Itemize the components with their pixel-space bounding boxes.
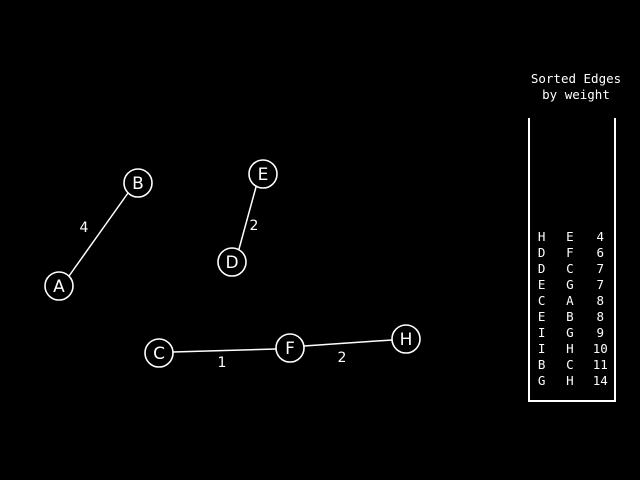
- node-label: H: [400, 330, 413, 350]
- edge-endpoint-v-cell: F: [566, 245, 574, 260]
- edge-weight-cell: 14: [592, 373, 608, 388]
- edge-endpoint-v-cell: H: [566, 373, 574, 388]
- edges-group: [68, 186, 393, 353]
- edge-endpoint-v-cell: C: [566, 261, 574, 276]
- table-row[interactable]: D C 7: [528, 261, 616, 277]
- table-row[interactable]: I H 10: [528, 341, 616, 357]
- edge-endpoint-v-cell: H: [566, 341, 574, 356]
- node-label: C: [153, 344, 165, 364]
- node-circle[interactable]: [248, 159, 278, 189]
- graph-node-b[interactable]: B: [123, 168, 153, 198]
- node-label: E: [258, 165, 269, 185]
- edge-weights-group: 4 2 1 2: [80, 218, 347, 371]
- graph-node-h[interactable]: H: [391, 324, 421, 354]
- edge-endpoint-u-cell: D: [537, 245, 546, 260]
- edge-endpoint-u-cell: B: [537, 357, 546, 372]
- panel-title-line1: Sorted Edges: [530, 71, 622, 86]
- edge-endpoint-v-cell: G: [566, 325, 574, 340]
- graph-node-f[interactable]: F: [275, 333, 305, 363]
- edge-weight-cell: 4: [596, 229, 605, 244]
- edge-endpoint-v-cell: A: [566, 293, 574, 308]
- edge-weight-label: 4: [80, 220, 89, 236]
- edge-endpoint-v-cell: B: [566, 309, 574, 324]
- edge-endpoint-u-cell: I: [537, 341, 546, 356]
- table-row[interactable]: D F 6: [528, 245, 616, 261]
- node-label: A: [53, 277, 65, 297]
- table-row[interactable]: E G 7: [528, 277, 616, 293]
- graph-node-c[interactable]: C: [144, 338, 174, 368]
- node-label: D: [225, 253, 238, 273]
- graph-edge: [172, 348, 277, 353]
- panel-title: Sorted Edges by weight: [520, 71, 632, 103]
- edge-endpoint-v-cell: G: [566, 277, 574, 292]
- table-row[interactable]: C A 8: [528, 293, 616, 309]
- edge-endpoint-u-cell: I: [537, 325, 546, 340]
- node-circle[interactable]: [123, 168, 153, 198]
- edge-weight-label: 1: [218, 355, 227, 371]
- edge-weight-cell: 8: [596, 309, 605, 324]
- node-circle[interactable]: [217, 247, 247, 277]
- edge-endpoint-u-cell: E: [537, 277, 546, 292]
- graph-node-e[interactable]: E: [248, 159, 278, 189]
- edge-weight-cell: 7: [596, 277, 605, 292]
- edge-weight-cell: 11: [592, 357, 608, 372]
- table-row[interactable]: B C 11: [528, 357, 616, 373]
- node-circle[interactable]: [275, 333, 305, 363]
- edge-endpoint-u-cell: C: [537, 293, 546, 308]
- panel-title-line2: by weight: [542, 87, 610, 102]
- edge-weight-cell: 9: [596, 325, 605, 340]
- edge-endpoint-u-cell: G: [537, 373, 546, 388]
- graph-node-a[interactable]: A: [44, 271, 74, 301]
- node-circle[interactable]: [144, 338, 174, 368]
- nodes-group: A B E D C F H: [44, 159, 421, 368]
- panel-bracket: [528, 118, 616, 402]
- graph-edge: [68, 192, 129, 277]
- graph-edge: [238, 186, 257, 250]
- edge-endpoint-v-cell: C: [566, 357, 574, 372]
- node-label: F: [285, 339, 295, 359]
- edge-weight-label: 2: [250, 218, 259, 234]
- table-row[interactable]: H E 4: [528, 229, 616, 245]
- edge-weight-cell: 7: [596, 261, 605, 276]
- edge-weight-label: 2: [338, 350, 347, 366]
- node-circle[interactable]: [44, 271, 74, 301]
- node-label: B: [132, 174, 144, 194]
- table-row[interactable]: I G 9: [528, 325, 616, 341]
- node-circle[interactable]: [391, 324, 421, 354]
- table-row[interactable]: G H 14: [528, 373, 616, 389]
- edge-endpoint-v-cell: E: [566, 229, 574, 244]
- table-row[interactable]: E B 8: [528, 309, 616, 325]
- edge-weight-cell: 8: [596, 293, 605, 308]
- edge-endpoint-u-cell: E: [537, 309, 546, 324]
- edge-endpoint-u-cell: D: [537, 261, 546, 276]
- edge-weight-cell: 10: [592, 341, 608, 356]
- edge-weight-cell: 6: [596, 245, 605, 260]
- graph-edge: [303, 339, 393, 347]
- edge-endpoint-u-cell: H: [537, 229, 546, 244]
- graph-node-d[interactable]: D: [217, 247, 247, 277]
